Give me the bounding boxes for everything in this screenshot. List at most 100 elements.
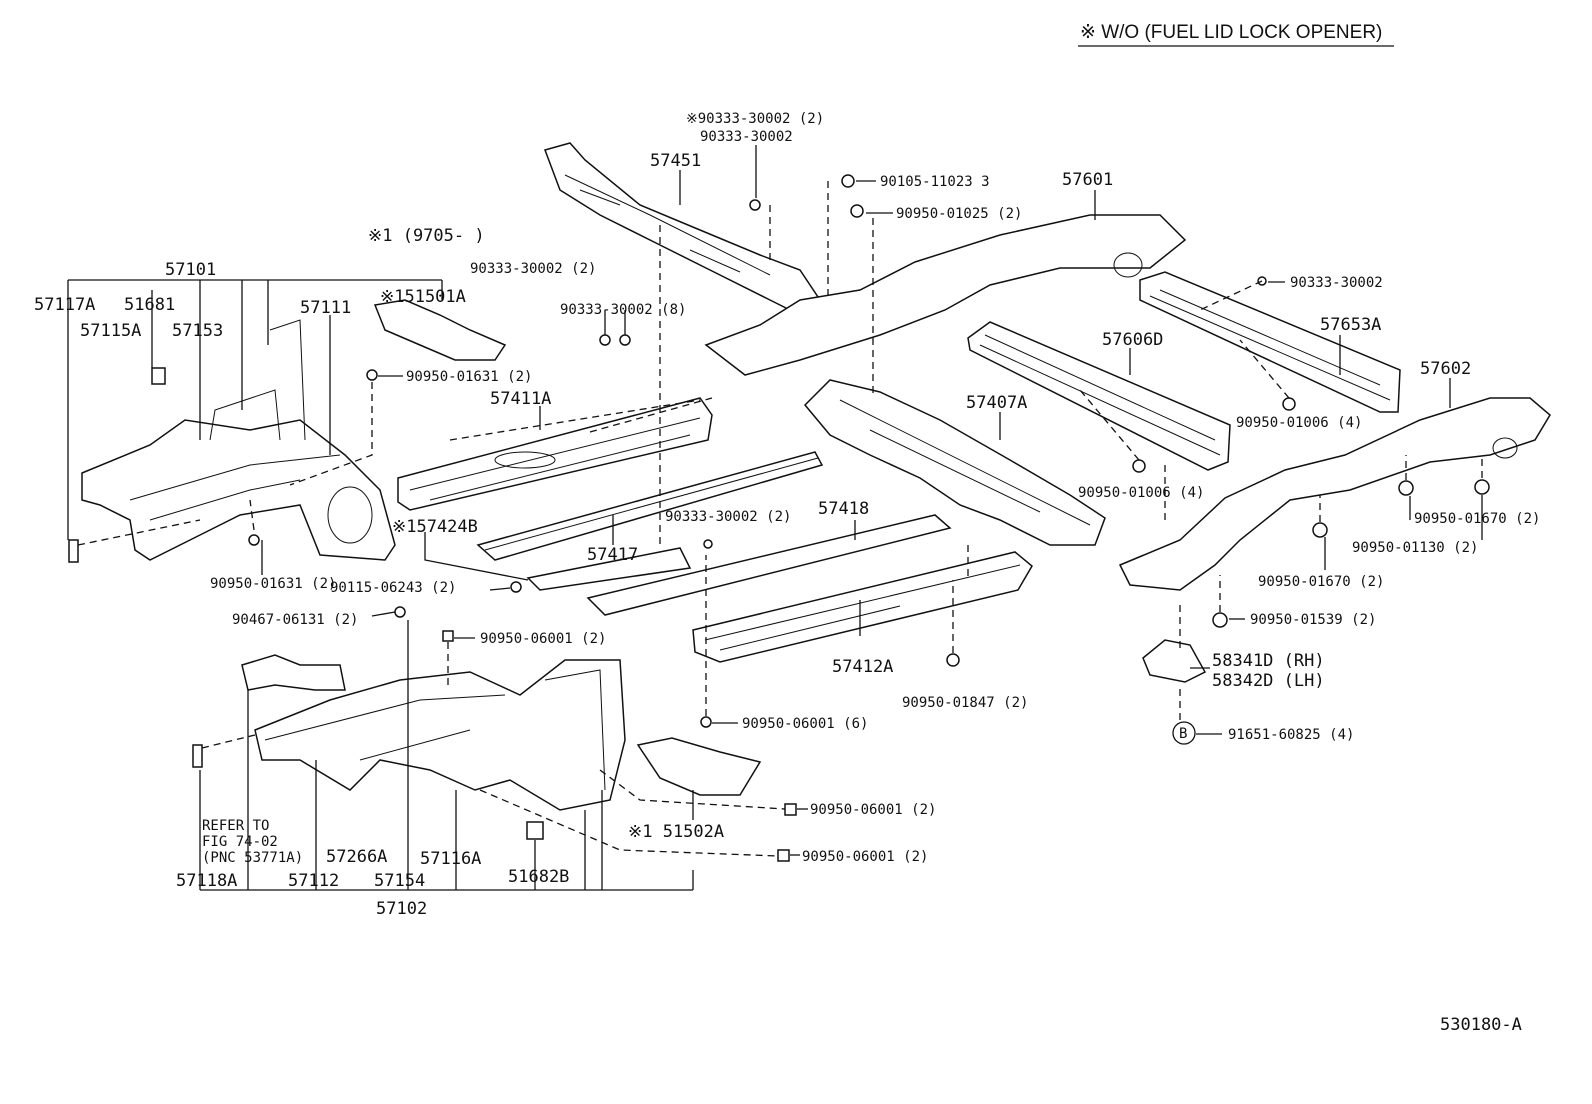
label-90333-30002-r: 90333-30002 xyxy=(1290,275,1383,291)
plug-90950-06001-2b xyxy=(784,803,797,816)
clip-57118a-part xyxy=(192,744,203,768)
label-57424b: ※157424B xyxy=(392,517,478,537)
figure-code: 530180-A xyxy=(1440,1015,1522,1035)
grommet-90950-01670-a xyxy=(1398,480,1414,496)
cross-member-57606d-part xyxy=(967,321,1231,471)
floor-member-57407a-part xyxy=(803,379,1106,546)
grommet-90950-01631-top xyxy=(366,369,378,381)
label-k90333-30002-2: ※90333-30002 (2) xyxy=(686,111,824,127)
label-90105-11023: 90105-11023 3 xyxy=(880,174,990,190)
rocker-outer-57412a-part xyxy=(692,551,1033,663)
label-57451: 57451 xyxy=(650,151,701,171)
label-90950-01539: 90950-01539 (2) xyxy=(1250,612,1376,628)
label-57601: 57601 xyxy=(1062,170,1113,190)
bracket-51681-part xyxy=(151,367,166,385)
label-57606d: 57606D xyxy=(1102,330,1163,350)
label-90950-01025: 90950-01025 (2) xyxy=(896,206,1022,222)
reinforcement-57424b-part xyxy=(526,547,692,591)
plug-90333-30002-b xyxy=(619,334,631,346)
dashed-guide-lines xyxy=(77,181,1483,857)
label-90467-06131: 90467-06131 (2) xyxy=(232,612,358,628)
label-58341d: 58341D (RH) xyxy=(1212,651,1325,671)
plug-90333-30002-a xyxy=(599,334,611,346)
cross-member-57653a-detail xyxy=(1149,289,1391,401)
label-57115a: 57115A xyxy=(80,321,141,341)
rear-side-member-57602-part xyxy=(1118,397,1551,591)
label-51681: 51681 xyxy=(124,295,175,315)
bolt-90105-11023 xyxy=(841,174,855,188)
rear-side-member-57602-hole xyxy=(1492,437,1518,459)
grommet-90950-01631-bottom xyxy=(248,534,260,546)
front-side-member-right-detail xyxy=(264,669,606,791)
label-51501a: ※151501A xyxy=(380,287,466,307)
cross-member-57606d-detail xyxy=(979,334,1221,456)
label-refer-fig: FIG 74-02 xyxy=(202,834,278,850)
clip-57117a-part xyxy=(68,539,79,563)
label-57102: 57102 xyxy=(376,899,427,919)
grommet-90950-01130 xyxy=(1474,479,1490,495)
label-90115-06243: 90115-06243 (2) xyxy=(330,580,456,596)
label-57653a: 57653A xyxy=(1320,315,1381,335)
grommet-90950-01025 xyxy=(850,204,864,218)
cross-member-57653a-part xyxy=(1139,271,1401,413)
label-57112: 57112 xyxy=(288,871,339,891)
label-k1-9705: ※1 (9705- ) xyxy=(368,226,485,246)
clip-51682b-part xyxy=(526,821,544,840)
label-57116a: 57116A xyxy=(420,849,481,869)
front-side-member-right-part xyxy=(254,659,626,811)
bracket-58341d-part xyxy=(1142,639,1207,683)
label-90950-01130: 90950-01130 (2) xyxy=(1352,540,1478,556)
label-57153: 57153 xyxy=(172,321,223,341)
cross-member-57451-detail xyxy=(564,174,771,276)
label-90333-30002: 90333-30002 xyxy=(700,129,793,145)
label-57417: 57417 xyxy=(587,545,638,565)
rocker-57418-part xyxy=(586,514,952,616)
label-90333-30002-2b: 90333-30002 (2) xyxy=(665,509,791,525)
leader-lines xyxy=(67,145,1483,891)
label-57418: 57418 xyxy=(818,499,869,519)
plug-90950-06001-6 xyxy=(700,716,712,728)
plug-90333-30002-2b xyxy=(703,539,713,549)
label-91651-60825: 91651-60825 (4) xyxy=(1228,727,1354,743)
clip-90467-06131 xyxy=(394,606,406,618)
label-57602: 57602 xyxy=(1420,359,1471,379)
floor-member-57407a-detail xyxy=(839,399,1091,526)
rear-side-member-57601-hole xyxy=(1113,252,1143,278)
label-57111: 57111 xyxy=(300,298,351,318)
grommet-90950-01006-a xyxy=(1282,397,1296,411)
label-57412a: 57412A xyxy=(832,657,893,677)
label-callout-b: B xyxy=(1179,726,1187,742)
label-90950-01631-a: 90950-01631 (2) xyxy=(406,369,532,385)
plug-90950-06001-2c xyxy=(777,849,790,862)
rocker-inner-57411a-detail xyxy=(409,417,701,501)
label-57117a: 57117A xyxy=(34,295,95,315)
rear-side-member-57601-part xyxy=(704,214,1187,376)
label-57101: 57101 xyxy=(165,260,216,280)
rocker-outer-57412a-detail xyxy=(704,564,1021,651)
grommet-90950-01539 xyxy=(1212,612,1228,628)
label-refer-to: REFER TO xyxy=(202,818,269,834)
label-57118a: 57118A xyxy=(176,871,237,891)
label-57154: 57154 xyxy=(374,871,425,891)
label-90950-01670-2a: 90950-01670 (2) xyxy=(1414,511,1540,527)
rocker-57417-detail xyxy=(484,457,819,551)
suspension-hole-left xyxy=(327,486,373,544)
front-side-member-left-part xyxy=(81,419,396,561)
label-90950-06001-2c: 90950-06001 (2) xyxy=(802,849,928,865)
bracket-51501a-part xyxy=(373,299,507,361)
part-labels: 57101 57117A 51681 57111 57115A 57153 ※1… xyxy=(34,111,1540,919)
label-90333-30002-8: 90333-30002 (8) xyxy=(560,302,686,318)
label-57407a: 57407A xyxy=(966,393,1027,413)
label-90950-01006-4a: 90950-01006 (4) xyxy=(1236,415,1362,431)
rocker-inner-hole xyxy=(494,451,556,469)
label-51502a: ※1 51502A xyxy=(628,822,724,842)
callout-b-circle xyxy=(1172,721,1196,745)
label-57266a: 57266A xyxy=(326,847,387,867)
bracket-57266a-part xyxy=(241,654,346,691)
rocker-57417-part xyxy=(476,451,824,561)
label-90950-06001-2b: 90950-06001 (2) xyxy=(810,802,936,818)
label-58342d: 58342D (LH) xyxy=(1212,671,1325,691)
label-51682b: 51682B xyxy=(508,867,569,887)
label-90950-01847: 90950-01847 (2) xyxy=(902,695,1028,711)
